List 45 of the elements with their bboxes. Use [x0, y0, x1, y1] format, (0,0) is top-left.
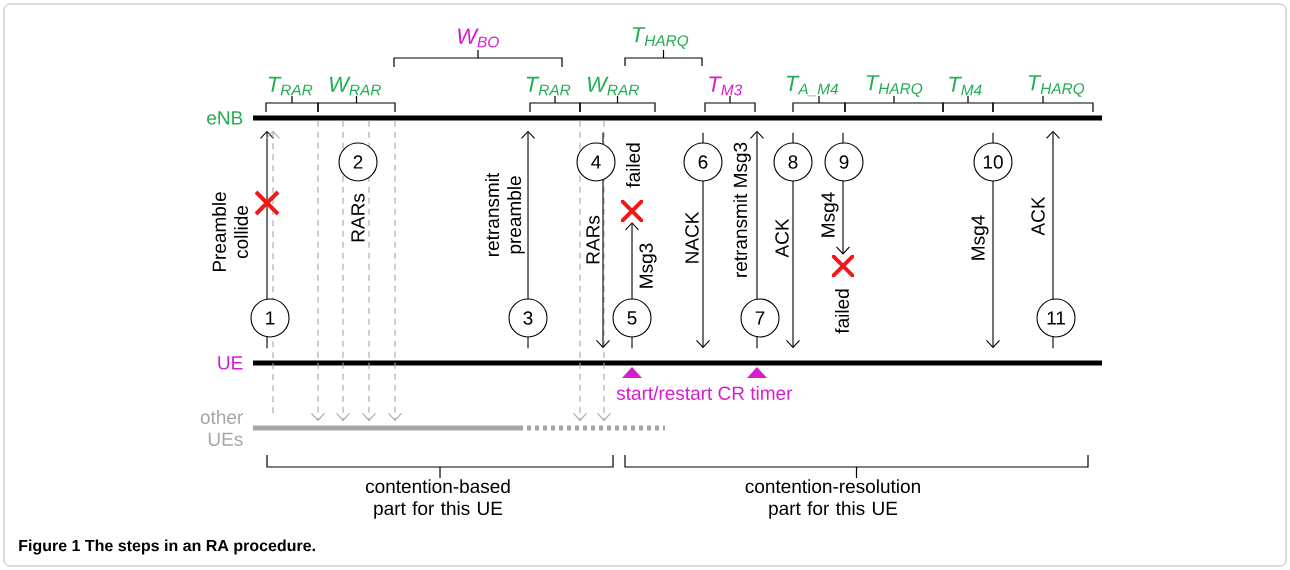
edge-label: Preamble collide [212, 192, 248, 272]
step-number: 3 [508, 298, 548, 338]
arrow [572, 120, 588, 422]
arrow [361, 120, 377, 422]
timing-label: T$_{HARQ}$ [632, 27, 689, 49]
caption: Figure 1 The steps in an RA procedure. [19, 539, 315, 555]
timer-label: start/restart CR timer [616, 386, 793, 400]
node-label: eNB [207, 111, 243, 125]
node-label: UE [218, 356, 243, 370]
edge-label: Msg3 [639, 243, 657, 288]
note-text: failed [835, 289, 849, 334]
edge-label: Msg4 [971, 215, 989, 260]
timing-label: W$_{BO}$ [458, 28, 499, 48]
lifeline: eNB [207, 111, 1102, 125]
step-number: 5 [612, 298, 652, 338]
failure-cross [621, 200, 643, 222]
step-number: 1 [250, 298, 290, 338]
edge-label: RARs [586, 215, 600, 264]
arrow [310, 120, 326, 422]
part-label: contention-resolution part for this UE [745, 479, 920, 519]
node-label: other UEs [200, 410, 243, 446]
step-number: 9 [824, 142, 864, 182]
part-label: contention-based part for this UE [365, 479, 510, 519]
edge-label: retransmit preamble [485, 172, 525, 256]
step-number: 11 [1036, 298, 1076, 338]
failure-cross [832, 255, 854, 277]
note-text: RARs [351, 193, 365, 242]
edge-label: NACK [685, 211, 699, 263]
lifeline: other UEs [200, 410, 523, 446]
step-number: 8 [773, 142, 813, 182]
step-number: 10 [973, 142, 1013, 182]
arrow [265, 130, 281, 414]
edge-label: Msg4 [821, 192, 839, 237]
step-number: 7 [740, 298, 780, 338]
edge-label: retransmit Msg3 [733, 142, 751, 277]
note-text: failed [626, 143, 640, 188]
step-number: 2 [338, 142, 378, 182]
lifeline: UE [218, 356, 1102, 370]
edge-label: ACK [775, 218, 789, 258]
arrow [596, 120, 612, 422]
step-number: 6 [683, 142, 723, 182]
step-number: 4 [576, 142, 616, 182]
arrow [335, 120, 351, 422]
arrow [387, 120, 403, 422]
edge-label: ACK [1031, 196, 1045, 236]
